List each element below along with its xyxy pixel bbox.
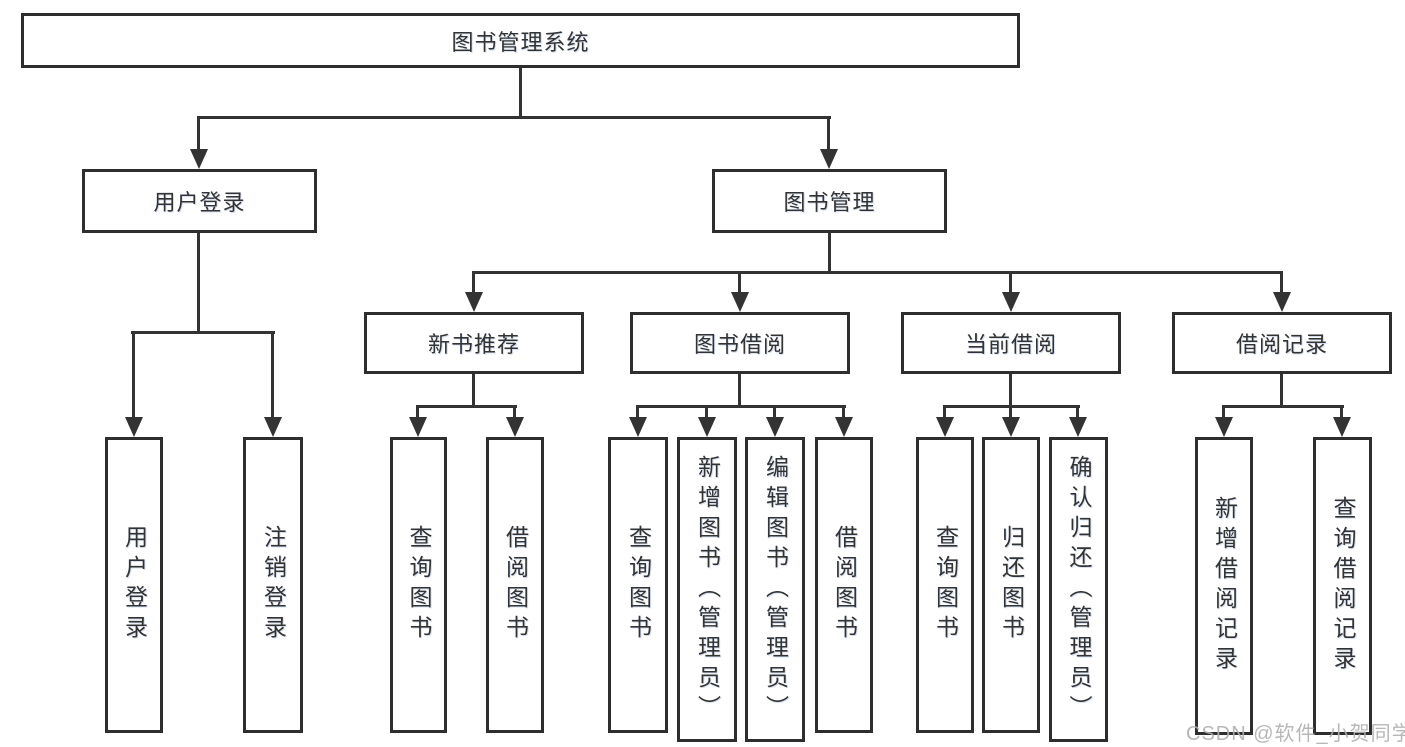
node-user-login: 用户登录 bbox=[82, 169, 317, 233]
node-current-borrow: 当前借阅 bbox=[901, 312, 1121, 374]
connector-cb-return-stem bbox=[1009, 405, 1012, 417]
connector-user-login-down bbox=[197, 233, 200, 334]
connector-new-books-down bbox=[472, 374, 475, 407]
connector-current-borrow-stem bbox=[1009, 271, 1012, 294]
arrow-down-bb-borrow bbox=[835, 417, 853, 437]
connector-book-borrow-stem bbox=[738, 271, 741, 294]
leaf-cb-query-books: 查询图书 bbox=[916, 437, 974, 733]
leaf-br-add-record: 新增借阅记录 bbox=[1195, 437, 1253, 735]
connector-root-stem bbox=[519, 68, 522, 118]
leaf-logout-login: 注销登录 bbox=[243, 437, 303, 733]
leaf-cb-confirm-return-admin: 确认归还（管理员） bbox=[1049, 437, 1108, 742]
leaf-bb-borrow-books: 借阅图书 bbox=[815, 437, 873, 733]
connector-br-query-stem bbox=[1340, 405, 1343, 417]
leaf-bb-query-books: 查询图书 bbox=[608, 437, 668, 733]
arrow-down-nb-borrow bbox=[506, 417, 524, 437]
leaf-nb-borrow-books: 借阅图书 bbox=[486, 437, 544, 733]
leaf-br-query-record: 查询借阅记录 bbox=[1313, 437, 1372, 735]
arrow-down-new-books bbox=[465, 292, 483, 312]
leaf-nb-query-books: 查询图书 bbox=[390, 437, 447, 733]
leaf-bb-edit-books-admin: 编辑图书（管理员） bbox=[745, 437, 805, 742]
arrow-down-book-borrow bbox=[731, 292, 749, 312]
arrow-down-current-borrow bbox=[1002, 292, 1020, 312]
arrow-down-cb-return bbox=[1002, 417, 1020, 437]
node-new-book-recommend: 新书推荐 bbox=[364, 312, 584, 374]
connector-book-mgmt-stem bbox=[827, 116, 830, 151]
connector-cb-confirm-stem bbox=[1076, 405, 1079, 417]
node-book-management: 图书管理 bbox=[712, 169, 947, 233]
connector-user-login-stem bbox=[197, 116, 200, 151]
connector-leaf-login-stem bbox=[132, 331, 135, 417]
connector-borrow-records-rail bbox=[1222, 405, 1344, 408]
connector-book-borrow-rail bbox=[636, 405, 846, 408]
connector-bb-query-stem bbox=[636, 405, 639, 417]
arrow-down-cb-confirm bbox=[1069, 417, 1087, 437]
connector-bb-add-stem bbox=[705, 405, 708, 417]
connector-nb-borrow-stem bbox=[513, 405, 516, 417]
leaf-cb-return-books: 归还图书 bbox=[982, 437, 1040, 733]
leaf-bb-add-books-admin: 新增图书（管理员） bbox=[677, 437, 737, 742]
arrow-down-user-login bbox=[190, 149, 208, 169]
node-borrow-records: 借阅记录 bbox=[1172, 312, 1392, 374]
arrow-down-leaf-login bbox=[125, 417, 143, 437]
connector-cb-query-stem bbox=[943, 405, 946, 417]
node-root-system: 图书管理系统 bbox=[21, 13, 1020, 68]
connector-borrow-records-stem bbox=[1280, 271, 1283, 294]
arrow-down-cb-query bbox=[936, 417, 954, 437]
arrow-down-book-mgmt bbox=[820, 149, 838, 169]
connector-new-books-stem bbox=[472, 271, 475, 294]
connector-bb-borrow-stem bbox=[842, 405, 845, 417]
node-book-borrow: 图书借阅 bbox=[630, 312, 850, 374]
arrow-down-bb-edit bbox=[766, 417, 784, 437]
connector-book-borrow-down bbox=[738, 374, 741, 407]
connector-leaf-logout-stem bbox=[271, 331, 274, 417]
csdn-watermark: CSDN @软件_小贺同学 bbox=[1186, 723, 1405, 745]
arrow-down-br-query bbox=[1333, 417, 1351, 437]
arrow-down-br-add bbox=[1215, 417, 1233, 437]
connector-level2-rail bbox=[197, 116, 831, 119]
connector-current-borrow-down bbox=[1009, 374, 1012, 407]
arrow-down-bb-add bbox=[698, 417, 716, 437]
arrow-down-leaf-logout bbox=[264, 417, 282, 437]
arrow-down-nb-query bbox=[409, 417, 427, 437]
connector-book-mgmt-down bbox=[828, 233, 831, 273]
connector-level3-rail bbox=[472, 271, 1283, 274]
connector-new-books-rail bbox=[416, 405, 517, 408]
connector-br-add-stem bbox=[1222, 405, 1225, 417]
arrow-down-borrow-records bbox=[1273, 292, 1291, 312]
connector-bb-edit-stem bbox=[773, 405, 776, 417]
leaf-user-login: 用户登录 bbox=[105, 437, 163, 733]
arrow-down-bb-query bbox=[629, 417, 647, 437]
connector-nb-query-stem bbox=[416, 405, 419, 417]
connector-user-login-rail bbox=[131, 331, 275, 334]
connector-borrow-records-down bbox=[1280, 374, 1283, 407]
